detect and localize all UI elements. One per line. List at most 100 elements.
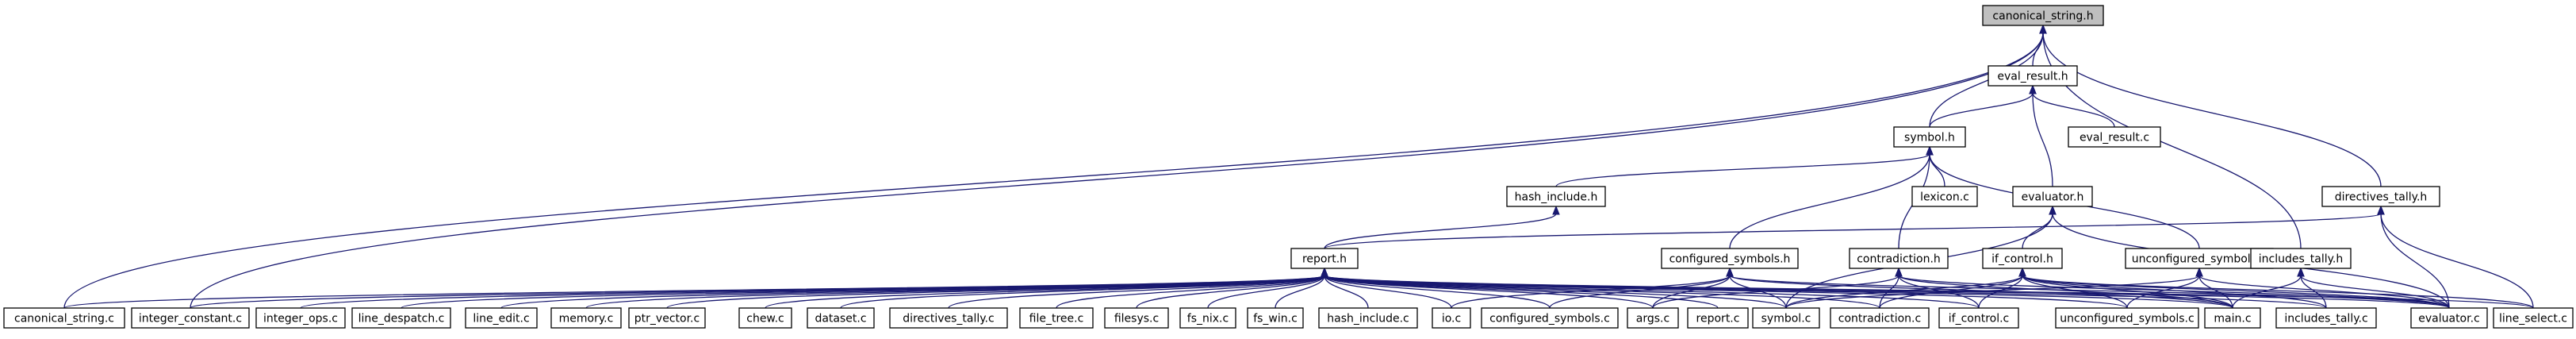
node-fs-nix-c[interactable]: fs_nix.c: [1179, 307, 1236, 329]
node-evaluator-c[interactable]: evaluator.c: [2410, 307, 2488, 329]
node-box: [2068, 126, 2161, 148]
node-box: [1247, 307, 1304, 329]
node-hash-include-c[interactable]: hash_include.c: [1318, 307, 1418, 329]
node-line-edit-c[interactable]: line_edit.c: [465, 307, 538, 329]
node-box: [131, 307, 250, 329]
node-label: line_edit.c: [473, 313, 529, 326]
node-integer-ops-c[interactable]: integer_ops.c: [255, 307, 346, 329]
edge-line-select-c-to-directives-tally-h: [2377, 205, 2534, 309]
edge-evaluator-c-to-includes-tally-h: [2297, 267, 2450, 309]
node-box: [2250, 248, 2352, 269]
node-label: ptr_vector.c: [634, 313, 700, 326]
arrowhead-icon: [1726, 267, 1734, 277]
node-configured-symbols-h[interactable]: configured_symbols.h: [1661, 248, 1799, 269]
node-label: canonical_string.h: [1992, 10, 2093, 23]
node-line-despatch-c[interactable]: line_despatch.c: [351, 307, 451, 329]
edge-report-h-to-directives-tally-h: [1324, 205, 2385, 249]
node-box: [1830, 307, 1930, 329]
arrowhead-icon: [1895, 267, 1903, 277]
node-box: [255, 307, 346, 329]
edge-configured-symbols-h-to-symbol-h: [1729, 145, 1934, 249]
node-line-select-c[interactable]: line_select.c: [2493, 307, 2574, 329]
node-label: integer_constant.c: [139, 313, 242, 326]
node-label: if_control.c: [1949, 313, 2010, 326]
node-main-c[interactable]: main.c: [2204, 307, 2261, 329]
graph-edges: [63, 24, 2534, 309]
node-symbol-h[interactable]: symbol.h: [1893, 126, 1966, 148]
node-label: evaluator.c: [2418, 313, 2480, 326]
node-file-tree-c[interactable]: file_tree.c: [1019, 307, 1094, 329]
node-label: symbol.c: [1761, 313, 1811, 326]
node-unconfigured-symbols-c[interactable]: unconfigured_symbols.c: [2055, 307, 2199, 329]
node-label: line_select.c: [2499, 313, 2567, 326]
node-box: [1988, 65, 2078, 87]
node-hash-include-h[interactable]: hash_include.h: [1506, 186, 1606, 207]
node-box: [2410, 307, 2488, 329]
edge-evaluator-c-to-unconfigured-symbols-h: [2195, 267, 2450, 309]
node-label: args.c: [1636, 313, 1669, 326]
node-label: unconfigured_symbols.c: [2060, 313, 2194, 326]
node-contradiction-c[interactable]: contradiction.c: [1830, 307, 1930, 329]
node-label: contradiction.h: [1857, 253, 1941, 266]
node-memory-c[interactable]: memory.c: [550, 307, 622, 329]
edge-hash-include-h-to-symbol-h: [1555, 145, 1934, 187]
node-label: includes_tally.h: [2259, 253, 2343, 266]
node-fs-win-c[interactable]: fs_win.c: [1247, 307, 1304, 329]
node-directives-tally-h[interactable]: directives_tally.h: [2321, 186, 2440, 207]
node-evaluator-h[interactable]: evaluator.h: [2012, 186, 2093, 207]
node-box: [1627, 307, 1679, 329]
node-eval-result-c[interactable]: eval_result.c: [2068, 126, 2161, 148]
node-includes-tally-h[interactable]: includes_tally.h: [2250, 248, 2352, 269]
node-ptr-vector-c[interactable]: ptr_vector.c: [628, 307, 706, 329]
node-label: directives_tally.h: [2335, 191, 2428, 204]
node-label: filesys.c: [1114, 313, 1159, 326]
node-box: [2275, 307, 2377, 329]
node-box: [1982, 248, 2063, 269]
node-unconfigured-symbols-h[interactable]: unconfigured_symbols.h: [2125, 248, 2274, 269]
node-canonical-string-h: canonical_string.h: [1982, 5, 2104, 26]
node-contradiction-h[interactable]: contradiction.h: [1849, 248, 1949, 269]
node-box: [2012, 186, 2093, 207]
node-if-control-h[interactable]: if_control.h: [1982, 248, 2063, 269]
node-box: [738, 307, 792, 329]
node-eval-result-h[interactable]: eval_result.h: [1988, 65, 2078, 87]
node-integer-constant-c[interactable]: integer_constant.c: [131, 307, 250, 329]
node-args-c[interactable]: args.c: [1627, 307, 1679, 329]
node-box: [2493, 307, 2574, 329]
node-includes-tally-c[interactable]: includes_tally.c: [2275, 307, 2377, 329]
node-configured-symbols-c[interactable]: configured_symbols.c: [1481, 307, 1619, 329]
node-label: report.c: [1696, 313, 1740, 326]
edge-hash-include-c-to-report-h: [1321, 267, 1369, 309]
node-box: [1938, 307, 2019, 329]
node-chew-c[interactable]: chew.c: [738, 307, 792, 329]
node-label: chew.c: [746, 313, 784, 326]
node-box: [1849, 248, 1949, 269]
node-dataset-c[interactable]: dataset.c: [807, 307, 875, 329]
node-box: [889, 307, 1008, 329]
node-label: file_tree.c: [1029, 313, 1084, 326]
edge-integer-constant-c-to-canonical-string-h: [190, 24, 2047, 309]
node-label: eval_result.h: [1997, 71, 2068, 83]
node-symbol-c[interactable]: symbol.c: [1752, 307, 1820, 329]
node-filesys-c[interactable]: filesys.c: [1104, 307, 1169, 329]
node-box: [2204, 307, 2261, 329]
node-box: [1318, 307, 1418, 329]
node-box: [1290, 248, 1359, 269]
node-report-c[interactable]: report.c: [1687, 307, 1749, 329]
node-label: configured_symbols.c: [1489, 313, 1610, 326]
edge-integer-ops-c-to-report-h: [300, 267, 1328, 309]
edge-evaluator-c-to-configured-symbols-h: [1726, 267, 2450, 309]
node-lexicon-c[interactable]: lexicon.c: [1911, 186, 1978, 207]
arrowhead-icon: [1321, 267, 1328, 277]
node-io-c[interactable]: io.c: [1432, 307, 1471, 329]
node-canonical-string-c[interactable]: canonical_string.c: [3, 307, 125, 329]
arrowhead-icon: [2049, 205, 2057, 215]
node-report-h[interactable]: report.h: [1290, 248, 1359, 269]
node-label: directives_tally.c: [903, 313, 994, 326]
node-directives-tally-c[interactable]: directives_tally.c: [889, 307, 1008, 329]
node-label: symbol.h: [1904, 132, 1955, 144]
node-if-control-c[interactable]: if_control.c: [1938, 307, 2019, 329]
node-box: [1019, 307, 1094, 329]
node-box: [1661, 248, 1799, 269]
